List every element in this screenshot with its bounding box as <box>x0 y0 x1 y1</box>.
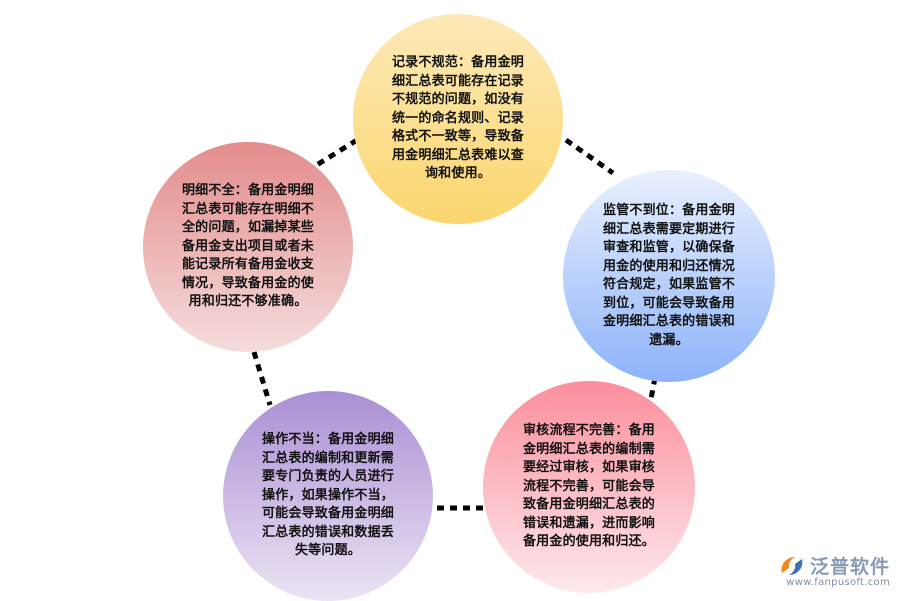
circle-text: 审核流程不完善：备用金明细汇总表的编制需要经过审核，如果审核流程不完善，可能会导… <box>522 423 655 550</box>
circle-text: 操作不当：备用金明细汇总表的编制和更新需要专门负责的人员进行操作，如果操作不当，… <box>261 432 394 559</box>
connector-top-right <box>564 137 615 176</box>
connector-top-left <box>305 137 359 174</box>
logo-url: www.fanpusoft.com <box>786 577 890 588</box>
fanpu-logo-icon <box>781 556 803 575</box>
circle-inadequate-supervision: 监管不到位：备用金明细汇总表需要定期进行审查和监管，以确保备用金的使用和归还情况… <box>563 170 775 382</box>
circle-improper-operation: 操作不当：备用金明细汇总表的编制和更新需要专门负责的人员进行操作，如果操作不当，… <box>223 391 433 601</box>
logo-name: 泛普软件 <box>809 556 890 578</box>
connector-left-bottomleft <box>251 351 273 406</box>
circle-text: 记录不规范：备用金明细汇总表可能存在记录不规范的问题，如没有统一的命名规则、记录… <box>391 55 524 182</box>
brand-logo: 泛普软件 www.fanpusoft.com <box>778 552 890 588</box>
circle-irregular-records: 记录不规范：备用金明细汇总表可能存在记录不规范的问题，如没有统一的命名规则、记录… <box>353 14 563 224</box>
logo-main: 泛普软件 <box>778 552 890 579</box>
circle-incomplete-details: 明细不全：备用金明细汇总表可能存在明细不全的问题，如漏掉某些备用金支出项目或者未… <box>143 142 353 352</box>
circle-incomplete-review-process: 审核流程不完善：备用金明细汇总表的编制需要经过审核，如果审核流程不完善，可能会导… <box>483 381 695 593</box>
circle-text: 监管不到位：备用金明细汇总表需要定期进行审查和监管，以确保备用金的使用和归还情况… <box>602 203 735 348</box>
circle-text: 明细不全：备用金明细汇总表可能存在明细不全的问题，如漏掉某些备用金支出项目或者未… <box>181 183 314 310</box>
